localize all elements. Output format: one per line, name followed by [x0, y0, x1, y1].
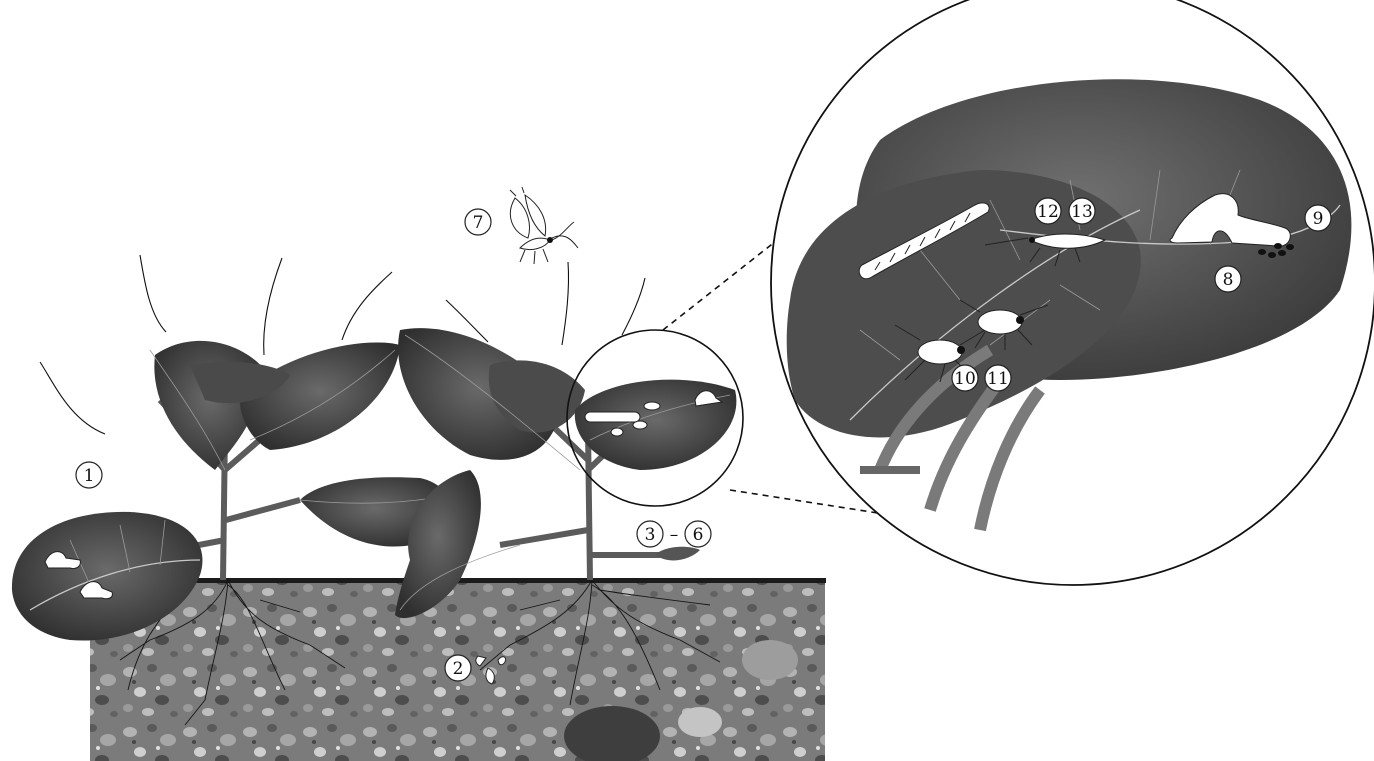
label-7: 7: [465, 209, 491, 235]
label-8-text: 8: [1223, 270, 1234, 290]
label-1: 1: [76, 462, 102, 488]
label-3-text: 3: [645, 525, 656, 545]
label-8: 8: [1215, 266, 1241, 292]
label-12-text: 12: [1037, 202, 1059, 222]
label-3-6: 3 – 6: [637, 521, 711, 547]
label-10: 10: [952, 365, 978, 391]
right-plant: [395, 328, 700, 618]
label-12: 12: [1035, 198, 1061, 224]
label-6-text: 6: [693, 525, 704, 545]
label-range-dash: –: [670, 525, 679, 545]
label-13-text: 13: [1071, 202, 1093, 222]
label-11: 11: [985, 365, 1011, 391]
label-13: 13: [1069, 198, 1095, 224]
label-2-text: 2: [453, 659, 464, 679]
parasitoid-wasp-icon: [510, 187, 578, 264]
label-1-text: 1: [84, 466, 95, 486]
zoom-detail-circle: [771, 0, 1374, 585]
whitefly-icon: [644, 402, 660, 410]
zoom-source-circle: [567, 330, 743, 506]
label-9: 9: [1305, 205, 1331, 231]
label-10-text: 10: [954, 369, 976, 389]
label-11-text: 11: [987, 369, 1009, 389]
label-9-text: 9: [1313, 209, 1324, 229]
caterpillar-icon: [585, 412, 640, 422]
label-2: 2: [445, 655, 471, 681]
label-7-text: 7: [473, 213, 484, 233]
